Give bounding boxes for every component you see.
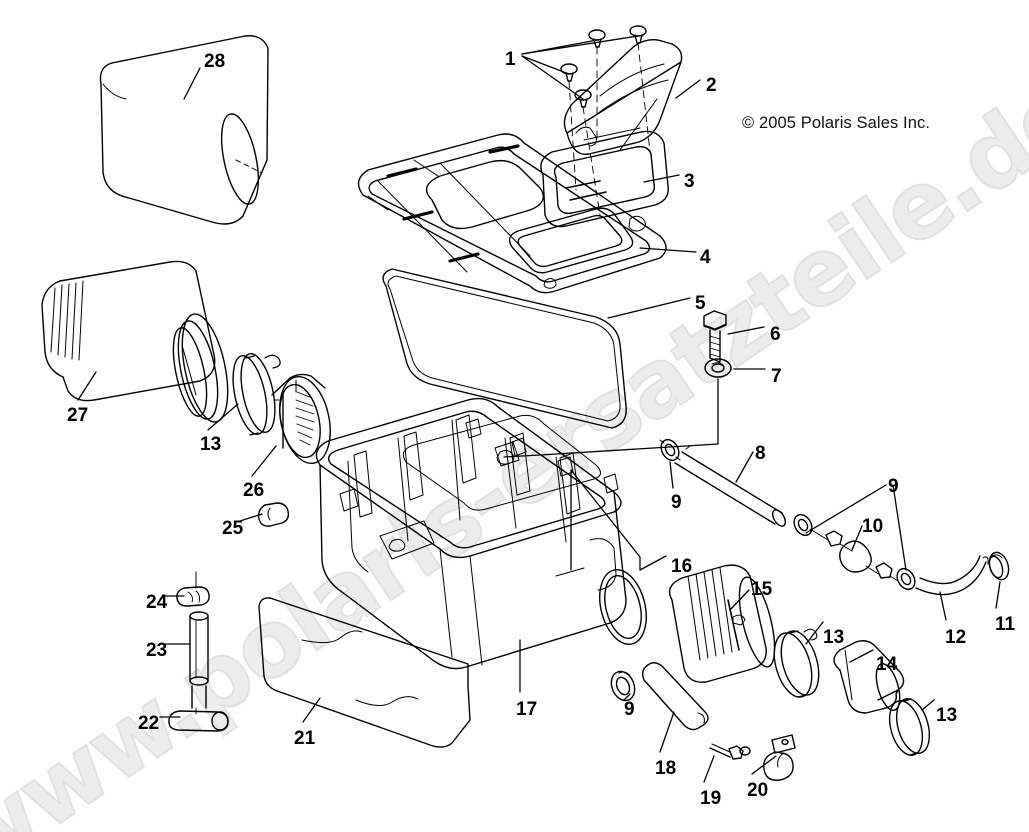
part-22-drain-valve-tee (168, 685, 229, 732)
part-11-tube-cap (988, 551, 1010, 581)
part-13c-clamp-ring (888, 698, 931, 756)
callout-cable-clamp: 20 (747, 780, 769, 801)
part-19-screw (709, 743, 751, 760)
callout-clamp-ring: 13 (200, 434, 222, 455)
callout-drain-tube: 23 (146, 640, 168, 661)
leader-lines (77, 35, 1001, 783)
part-14-intake-adapter-cone (833, 640, 905, 714)
callout-cover-gasket: 5 (695, 293, 706, 314)
part-2-air-box-lid (563, 39, 683, 156)
callout-air-filter-element: 27 (67, 405, 89, 426)
callout-tube-cap: 11 (995, 614, 1016, 635)
callout-inline-check-valve: 10 (862, 516, 884, 537)
callout-grommet: 24 (146, 592, 168, 613)
part-27-air-filter-element (41, 260, 229, 423)
callout-air-box-cover: 4 (700, 247, 711, 268)
copyright-notice: © 2005 Polaris Sales Inc. (742, 114, 931, 132)
part-6-hex-bolt (703, 310, 727, 363)
callout-hose-clamp: 9 (624, 699, 635, 720)
callout-flat-washer: 7 (771, 366, 782, 387)
callout-seal-o-ring: 16 (671, 556, 693, 577)
part-13b-clamp-ring (773, 628, 820, 698)
part-24-grommet (176, 571, 210, 607)
part-9d-hose-clamp (896, 567, 916, 591)
callout-drain-hose: 12 (945, 627, 967, 648)
part-17-air-box-body (315, 397, 627, 670)
part-9a-hose-clamp (659, 438, 681, 462)
callout-screw-set: 1 (505, 49, 516, 70)
part-18-breather-tube (641, 662, 709, 731)
callout-vent-tube: 8 (755, 443, 766, 464)
part-28-foam-filter-wrap (99, 35, 269, 225)
callout-hex-bolt: 6 (770, 324, 781, 345)
callout-breather-tube: 18 (655, 758, 677, 779)
callout-drain-valve-tee: 22 (138, 713, 160, 734)
callout-air-box-body: 17 (516, 699, 538, 720)
part-7-flat-washer (704, 358, 732, 378)
callout-intake-duct: 21 (294, 728, 316, 749)
callout-lid-seal-frame: 3 (684, 171, 695, 192)
callout-air-box-lid: 2 (706, 75, 717, 96)
part-21-intake-duct (258, 597, 471, 748)
part-16-seal-o-ring (599, 569, 647, 645)
callout-clamp-ring: 13 (823, 627, 845, 648)
part-9c-hose-clamp (610, 670, 636, 702)
callout-screw: 19 (700, 788, 722, 809)
callout-intake-adapter-cone: 14 (876, 654, 898, 675)
part-13a-clamp-ring (232, 353, 281, 436)
part-26-filter-adapter-nut (271, 373, 331, 465)
part-4-air-box-cover (357, 133, 667, 294)
callout-hose-clamp: 9 (671, 492, 682, 513)
callout-clamp-ring: 13 (936, 705, 958, 726)
part-15-carburetor-boot (668, 564, 776, 683)
callout-carburetor-boot: 15 (751, 579, 773, 600)
part-5-cover-gasket (382, 268, 627, 429)
part-23-drain-tube (189, 611, 209, 686)
callout-foam-filter-wrap: 28 (204, 51, 226, 72)
part-20-cable-clamp (763, 734, 796, 781)
part-8-vent-tube (674, 445, 787, 527)
callout-retainer-clip: 25 (222, 518, 244, 539)
part-10-inline-check-valve (809, 528, 899, 582)
part-1-screws (560, 25, 651, 216)
part-12-drain-hose (915, 555, 989, 596)
part-9b-hose-clamp (793, 513, 813, 537)
callout-filter-adapter-nut: 26 (243, 480, 265, 501)
part-25-retainer-clip (257, 502, 290, 527)
callout-hose-clamp: 9 (888, 476, 899, 497)
